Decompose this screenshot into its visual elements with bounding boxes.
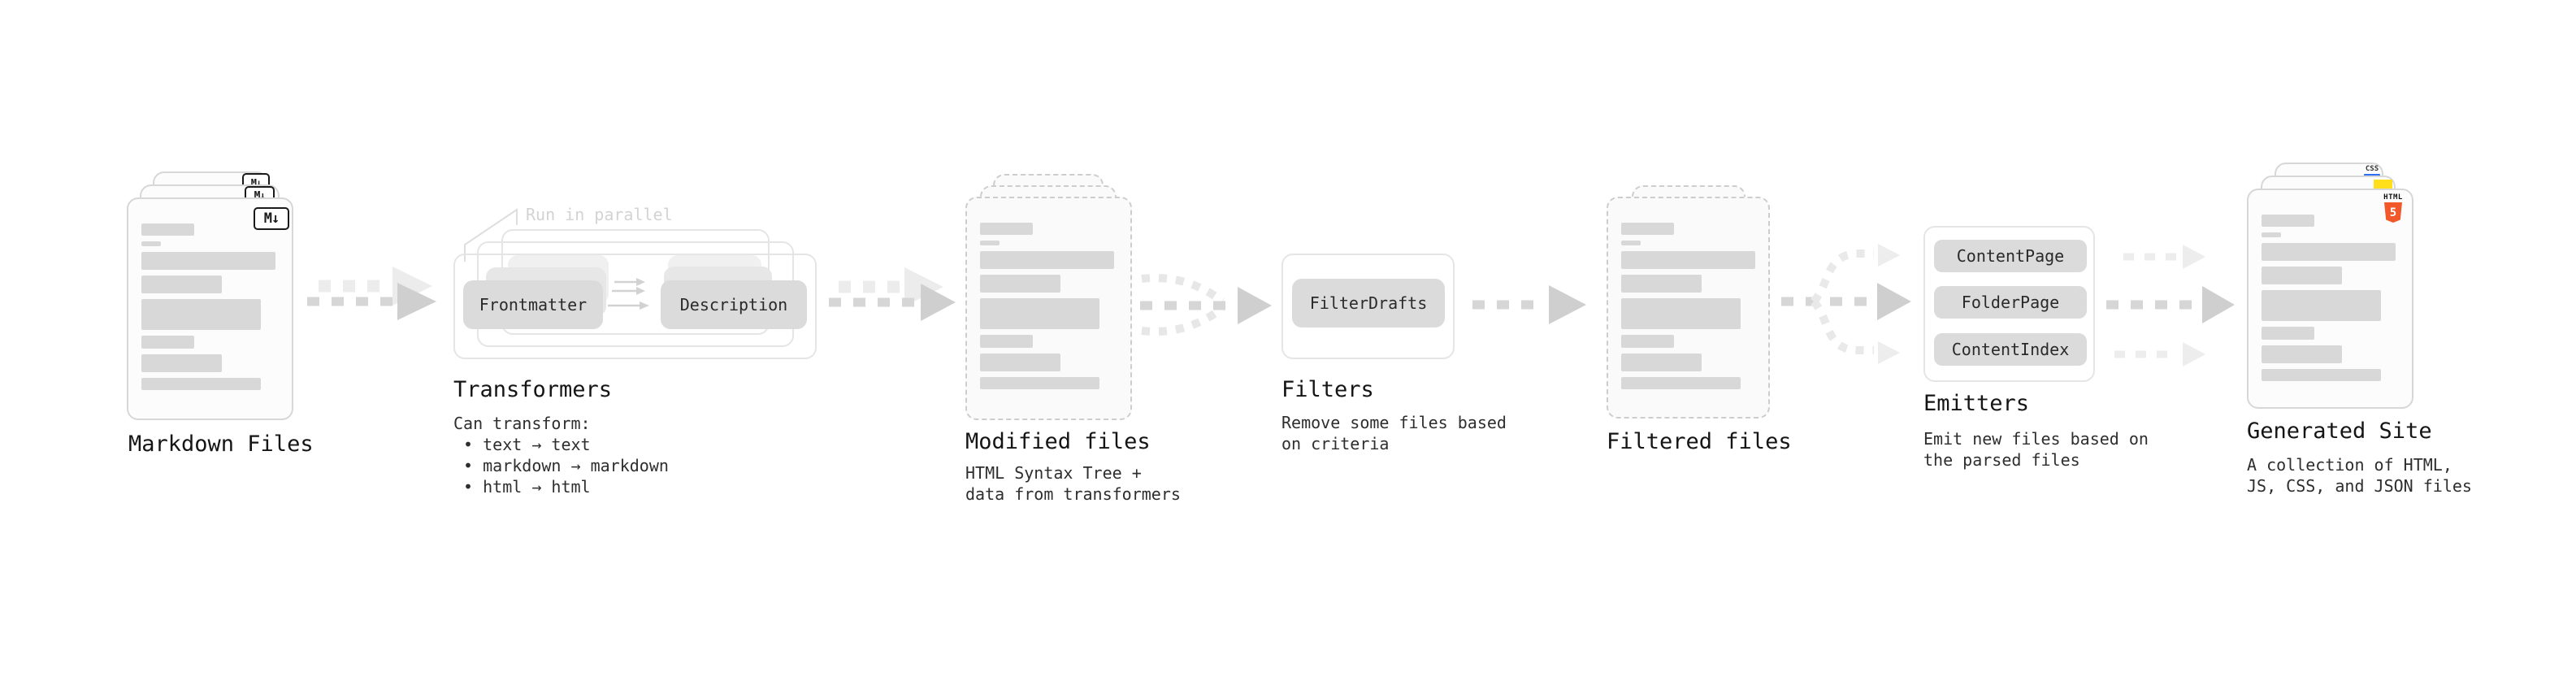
skeleton-bar [141, 354, 222, 372]
skeleton-bar [980, 298, 1099, 329]
skeleton-bar [980, 223, 1033, 235]
css-icon-label: CSS [2365, 165, 2379, 173]
modified-files-caption: HTML Syntax Tree + data from transformer… [965, 463, 1181, 504]
emitters-label: Emitters [1923, 391, 2030, 416]
modified-file-card-front [965, 197, 1132, 420]
skeleton-bar [141, 241, 161, 246]
filtered-file-card-front [1607, 197, 1770, 419]
skeleton-bar [1621, 241, 1641, 245]
site-card-front: HTML 5 [2247, 189, 2413, 409]
html5-icon-label: HTML [2383, 193, 2403, 202]
skeleton-bar [2262, 369, 2381, 381]
filters-label: Filters [1281, 377, 1374, 402]
file-skeleton-lines [1621, 223, 1755, 395]
skeleton-bar [2262, 327, 2314, 340]
transformers-label: Transformers [453, 377, 613, 402]
run-in-parallel-note: Run in parallel [526, 205, 673, 224]
transformers-caption: Can transform: • text → text • markdown … [453, 414, 669, 497]
arrow-markdown-to-transformers [307, 267, 436, 320]
description-pill: Description [661, 280, 807, 329]
file-skeleton-lines [980, 223, 1114, 395]
skeleton-bar [980, 335, 1033, 348]
skeleton-bar [141, 299, 261, 330]
skeleton-bar [1621, 251, 1755, 269]
filters-caption: Remove some files based on criteria [1281, 413, 1507, 453]
modified-files-label: Modified files [965, 429, 1151, 454]
markdown-file-card-front: M↓ [127, 197, 293, 420]
skeleton-bar [1621, 275, 1702, 293]
transformers-box-front [453, 254, 817, 359]
emitters-box [1923, 226, 2095, 382]
markdown-icon: M↓ [254, 207, 289, 230]
generated-site-label: Generated Site [2247, 419, 2432, 444]
file-skeleton-lines [141, 223, 275, 396]
skeleton-bar [1621, 223, 1674, 235]
skeleton-bar [980, 354, 1060, 371]
html5-icon-shield: 5 [2384, 202, 2402, 223]
folderpage-pill: FolderPage [1934, 286, 2087, 319]
skeleton-bar [980, 275, 1060, 293]
skeleton-bar [2262, 267, 2342, 284]
filters-box [1281, 254, 1455, 359]
skeleton-bar [1621, 335, 1674, 348]
skeleton-bar [141, 275, 222, 293]
skeleton-bar [141, 223, 194, 236]
contentpage-pill: ContentPage [1934, 240, 2087, 272]
skeleton-bar [2262, 345, 2342, 363]
emitters-caption: Emit new files based on the parsed files [1923, 429, 2149, 470]
skeleton-bar [1621, 298, 1741, 329]
arrow-modified-to-filters [1140, 274, 1272, 336]
arrow-filters-to-filtered [1472, 285, 1586, 324]
html5-icon: HTML 5 [2381, 193, 2405, 223]
contentindex-pill: ContentIndex [1934, 333, 2087, 366]
filtered-files-label: Filtered files [1607, 429, 1792, 454]
frontmatter-pill: Frontmatter [463, 280, 603, 329]
filterdrafts-pill: FilterDrafts [1292, 279, 1445, 327]
skeleton-bar [980, 241, 1000, 245]
skeleton-bar [1621, 354, 1702, 371]
skeleton-bar [141, 336, 194, 349]
skeleton-bar [141, 378, 261, 390]
skeleton-bar [980, 377, 1099, 389]
arrow-transformers-to-modified [829, 267, 956, 321]
skeleton-bar [141, 252, 275, 270]
skeleton-bar [1621, 377, 1741, 389]
file-skeleton-lines [2262, 215, 2396, 387]
arrow-filtered-to-emitters [1781, 244, 1911, 364]
skeleton-bar [2262, 215, 2314, 227]
skeleton-bar [2262, 243, 2396, 261]
markdown-files-label: Markdown Files [128, 432, 314, 457]
skeleton-bar [2262, 290, 2381, 321]
skeleton-bar [980, 251, 1114, 269]
js-icon [2374, 180, 2392, 191]
generated-site-caption: A collection of HTML, JS, CSS, and JSON … [2247, 455, 2472, 496]
arrow-emitters-to-site [2106, 245, 2235, 367]
skeleton-bar [2262, 232, 2281, 237]
